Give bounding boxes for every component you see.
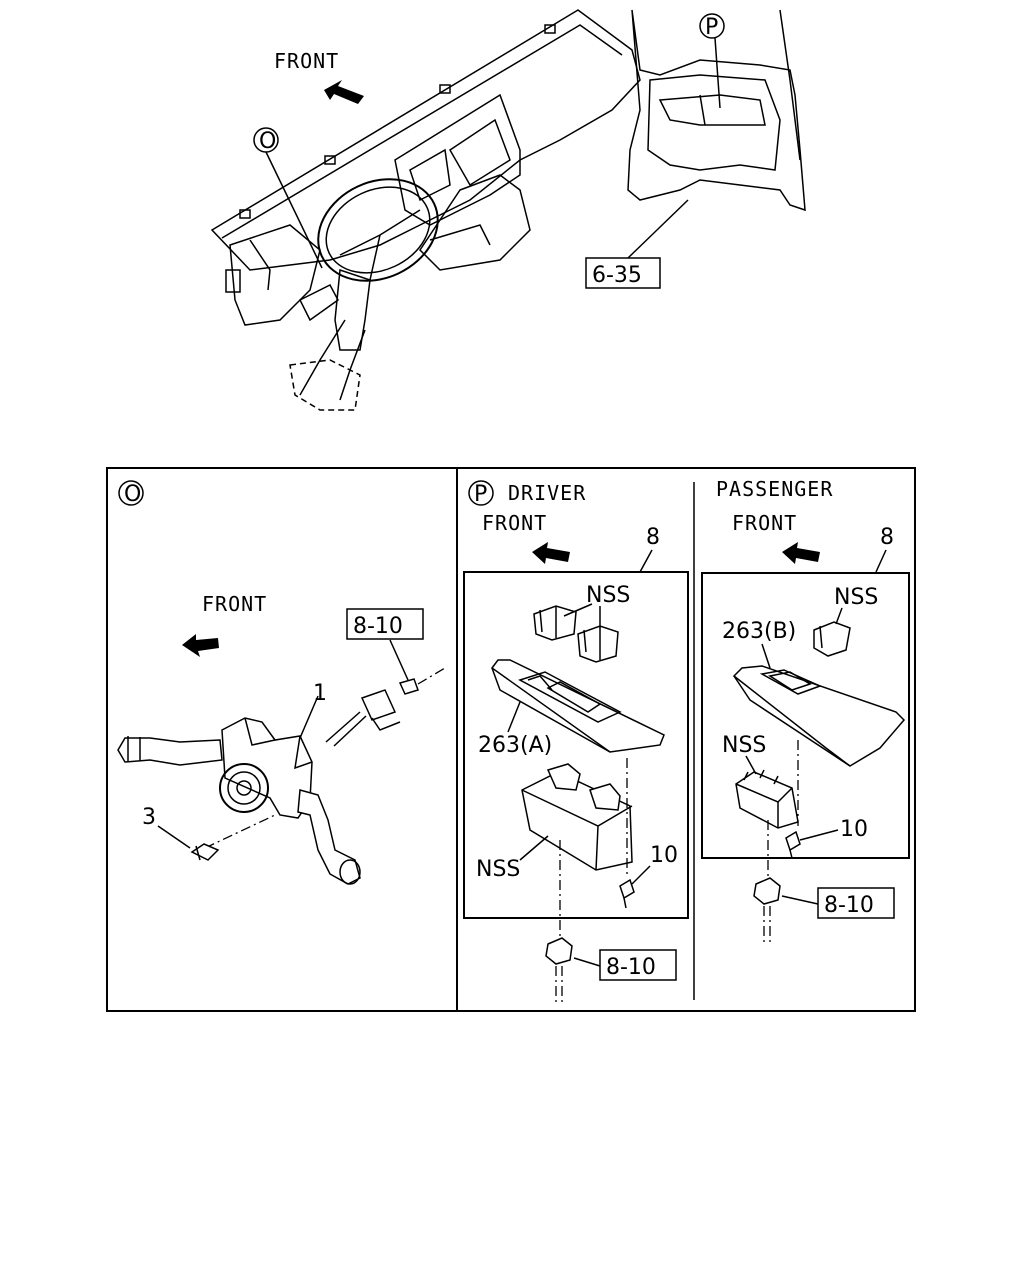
panel-o-front-arrow-icon	[182, 634, 219, 657]
panel-p-driver-title: DRIVER	[508, 481, 586, 505]
overview-front-arrow-icon	[324, 80, 364, 104]
overview-front-label: FRONT	[274, 49, 339, 73]
panel-p-callout: P	[474, 482, 487, 507]
panel-p-passenger-box	[701, 572, 910, 859]
panel-p-driver-part-263a: 263(A)	[478, 733, 552, 758]
overview-callout-o-circle	[253, 127, 279, 153]
overview-callout-o: O	[259, 129, 276, 154]
panel-p-driver-front-label: FRONT	[482, 511, 547, 535]
panel-o-ref-box-label: 8-10	[353, 614, 403, 639]
panel-p-driver-ref-box	[599, 949, 677, 981]
panel-p-driver: P DRIVER FRONT 8 NSS 263(A) NSS	[463, 480, 689, 1004]
panel-p-passenger-part-8: 8	[880, 525, 894, 550]
panel-p-passenger: PASSENGER FRONT 8 NSS 263(B) NSS 10	[701, 477, 910, 944]
panel-p-driver-part-8: 8	[646, 525, 660, 550]
panel-o-part-1: 1	[313, 681, 327, 706]
panel-o-combination-switch: O FRONT 8-10 1 3	[117, 480, 446, 885]
detail-frame	[106, 467, 916, 1012]
panel-p-driver-front-arrow-icon	[532, 542, 570, 564]
dashboard-overview: FRONT O	[210, 9, 641, 411]
panel-p-passenger-title: PASSENGER	[716, 477, 833, 501]
overview-callout-p-circle	[699, 13, 725, 39]
overview-callout-p: P	[705, 15, 718, 40]
panel-p-passenger-part-263b: 263(B)	[722, 619, 796, 644]
panel-p-driver-part-10: 10	[650, 843, 678, 868]
panel-o-front-label: FRONT	[202, 592, 267, 616]
overview-ref-box-label: 6-35	[592, 263, 642, 288]
panel-p-passenger-nss-bottom: NSS	[722, 733, 766, 758]
panel-p-passenger-ref-box	[817, 887, 895, 919]
door-overview: P 6-35	[585, 9, 806, 289]
panel-p-passenger-front-arrow-icon	[782, 542, 820, 564]
panel-o-callout-circle	[118, 480, 144, 506]
panel-o-ref-box	[346, 608, 424, 640]
panel-p-callout-circle	[468, 480, 494, 506]
panel-p-passenger-ref-box-label: 8-10	[824, 893, 874, 918]
panel-o-part-3: 3	[142, 805, 156, 830]
panel-p-driver-ref-box-label: 8-10	[606, 955, 656, 980]
panel-p-passenger-part-10: 10	[840, 817, 868, 842]
panel-p-driver-box	[463, 571, 689, 919]
overview-ref-box	[585, 257, 661, 289]
panel-o-callout: O	[124, 482, 141, 507]
panel-p-passenger-front-label: FRONT	[732, 511, 797, 535]
panel-p-driver-nss-top: NSS	[586, 583, 630, 608]
panel-p-passenger-nss-top: NSS	[834, 585, 878, 610]
panel-p-driver-nss-bottom: NSS	[476, 857, 520, 882]
